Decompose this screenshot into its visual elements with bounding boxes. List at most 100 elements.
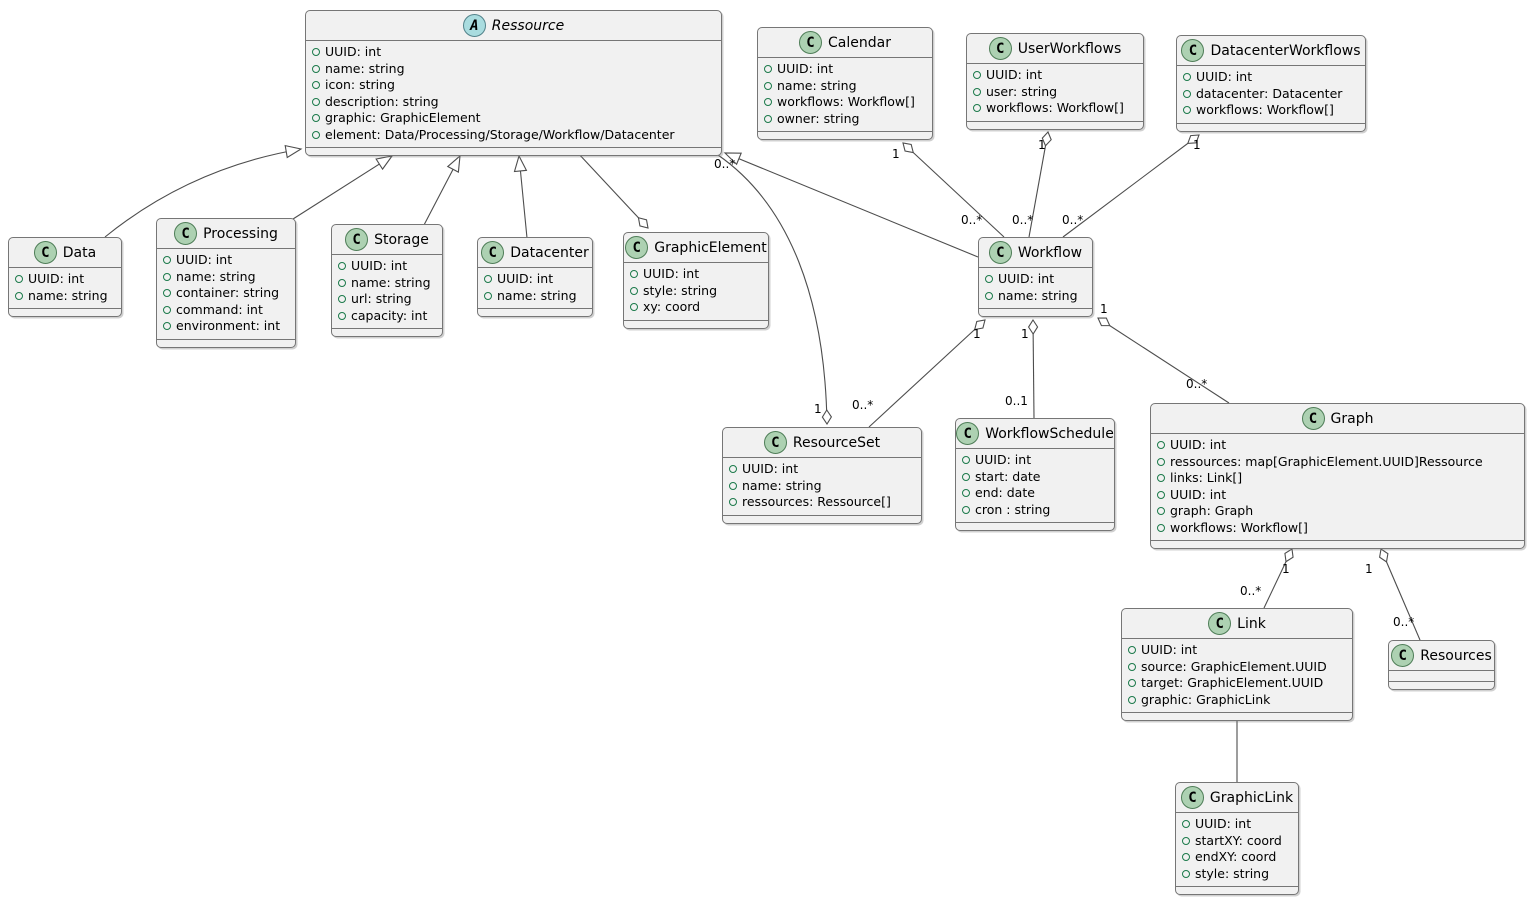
field-icon bbox=[163, 256, 171, 265]
edge-workflow-aggregates-graph bbox=[1098, 318, 1230, 404]
field-icon bbox=[729, 498, 737, 507]
attribute: endXY: coord bbox=[1182, 849, 1290, 866]
attribute: workflows: Workflow[] bbox=[1183, 102, 1357, 119]
class-datacenterworkflows-title: C DatacenterWorkflows bbox=[1177, 36, 1365, 66]
attribute: command: int bbox=[163, 302, 287, 319]
attribute: workflows: Workflow[] bbox=[973, 100, 1135, 117]
field-icon bbox=[15, 275, 23, 284]
class-resources-attributes bbox=[1389, 671, 1494, 682]
attribute: UUID: int bbox=[1182, 816, 1290, 833]
class-name: Calendar bbox=[828, 34, 891, 51]
class-datacenterworkflows-attributes: UUID: int datacenter: Datacenter workflo… bbox=[1177, 66, 1365, 124]
attribute: name: string bbox=[484, 288, 584, 305]
class-name: Processing bbox=[203, 225, 278, 242]
attribute: style: string bbox=[630, 283, 760, 300]
class-storage-methods bbox=[332, 329, 442, 336]
attribute: UUID: int bbox=[1128, 642, 1344, 659]
class-resourceset-title: C ResourceSet bbox=[723, 428, 921, 458]
class-icon: C bbox=[33, 241, 57, 264]
field-icon bbox=[1157, 457, 1165, 466]
attribute: user: string bbox=[973, 84, 1135, 101]
field-icon bbox=[962, 489, 970, 498]
field-icon bbox=[962, 472, 970, 481]
attribute: name: string bbox=[729, 478, 913, 495]
attribute: graph: Graph bbox=[1157, 503, 1516, 520]
attribute: xy: coord bbox=[630, 299, 760, 316]
class-graphiclink-attributes: UUID: int startXY: coord endXY: coord st… bbox=[1176, 813, 1298, 887]
class-icon: C bbox=[988, 37, 1012, 60]
class-icon: C bbox=[1181, 39, 1205, 62]
class-icon: C bbox=[799, 31, 823, 54]
class-icon: C bbox=[1391, 644, 1415, 667]
attribute: name: string bbox=[764, 78, 924, 95]
field-icon bbox=[484, 291, 492, 300]
field-icon bbox=[1128, 662, 1136, 671]
class-name: Resources bbox=[1420, 647, 1492, 664]
class-userworkflows-attributes: UUID: int user: string workflows: Workfl… bbox=[967, 64, 1143, 122]
attribute: workflows: Workflow[] bbox=[1157, 520, 1516, 537]
field-icon bbox=[973, 87, 981, 96]
field-icon bbox=[1183, 106, 1191, 115]
field-icon bbox=[338, 262, 346, 271]
multiplicity-label: 0..* bbox=[1240, 584, 1262, 598]
attribute: startXY: coord bbox=[1182, 833, 1290, 850]
attribute: UUID: int bbox=[985, 271, 1084, 288]
edge-workflow-inherits-ressource bbox=[723, 152, 979, 258]
field-icon bbox=[1182, 853, 1190, 862]
class-graphiclink-methods bbox=[1176, 887, 1298, 894]
class-icon: C bbox=[1180, 786, 1204, 809]
class-icon: C bbox=[1301, 407, 1325, 430]
field-icon bbox=[764, 98, 772, 107]
multiplicity-label: 0..* bbox=[714, 157, 736, 171]
class-processing: C Processing UUID: int name: string cont… bbox=[156, 218, 296, 348]
field-icon bbox=[1183, 89, 1191, 98]
class-graphiclink-title: C GraphicLink bbox=[1176, 783, 1298, 813]
class-workflowschedule-methods bbox=[956, 523, 1114, 530]
multiplicity-label: 1 bbox=[1038, 138, 1046, 152]
multiplicity-label: 0..* bbox=[961, 213, 983, 227]
attribute: UUID: int bbox=[15, 271, 113, 288]
class-icon: C bbox=[174, 222, 198, 245]
attribute: UUID: int bbox=[729, 461, 913, 478]
field-icon bbox=[764, 114, 772, 123]
class-resources-title: C Resources bbox=[1389, 641, 1494, 671]
field-icon bbox=[312, 64, 320, 73]
attribute: ressources: map[GraphicElement.UUID]Ress… bbox=[1157, 454, 1516, 471]
field-icon bbox=[312, 81, 320, 90]
attribute: end: date bbox=[962, 485, 1106, 502]
field-icon bbox=[1157, 441, 1165, 450]
attribute: UUID: int bbox=[338, 258, 434, 275]
class-datacenter: C Datacenter UUID: int name: string bbox=[477, 237, 593, 317]
multiplicity-label: 1 bbox=[1365, 562, 1373, 576]
attribute: graphic: GraphicLink bbox=[1128, 692, 1344, 709]
attribute: graphic: GraphicElement bbox=[312, 110, 713, 127]
class-datacenterworkflows: C DatacenterWorkflows UUID: int datacent… bbox=[1176, 35, 1366, 132]
class-icon: C bbox=[988, 241, 1012, 264]
class-calendar-attributes: UUID: int name: string workflows: Workfl… bbox=[758, 58, 932, 132]
class-name: WorkflowSchedule bbox=[985, 425, 1114, 442]
class-resources: C Resources bbox=[1388, 640, 1495, 690]
attribute: workflows: Workflow[] bbox=[764, 94, 924, 111]
class-graph: C Graph UUID: int ressources: map[Graphi… bbox=[1150, 403, 1525, 549]
multiplicity-label: 1 bbox=[892, 147, 900, 161]
field-icon bbox=[1128, 646, 1136, 655]
field-icon bbox=[163, 305, 171, 314]
class-icon: C bbox=[956, 422, 980, 445]
field-icon bbox=[312, 130, 320, 139]
class-graph-attributes: UUID: int ressources: map[GraphicElement… bbox=[1151, 434, 1524, 541]
multiplicity-label: 1 bbox=[1193, 138, 1201, 152]
field-icon bbox=[1128, 695, 1136, 704]
field-icon bbox=[764, 65, 772, 74]
class-icon: C bbox=[1208, 612, 1232, 635]
field-icon bbox=[163, 322, 171, 331]
attribute: datacenter: Datacenter bbox=[1183, 86, 1357, 103]
attribute: UUID: int bbox=[764, 61, 924, 78]
multiplicity-label: 1 bbox=[814, 402, 822, 416]
field-icon bbox=[15, 291, 23, 300]
attribute: name: string bbox=[163, 269, 287, 286]
attribute: name: string bbox=[338, 275, 434, 292]
attribute: start: date bbox=[962, 469, 1106, 486]
class-resourceset: C ResourceSet UUID: int name: string res… bbox=[722, 427, 922, 524]
attribute: icon: string bbox=[312, 77, 713, 94]
